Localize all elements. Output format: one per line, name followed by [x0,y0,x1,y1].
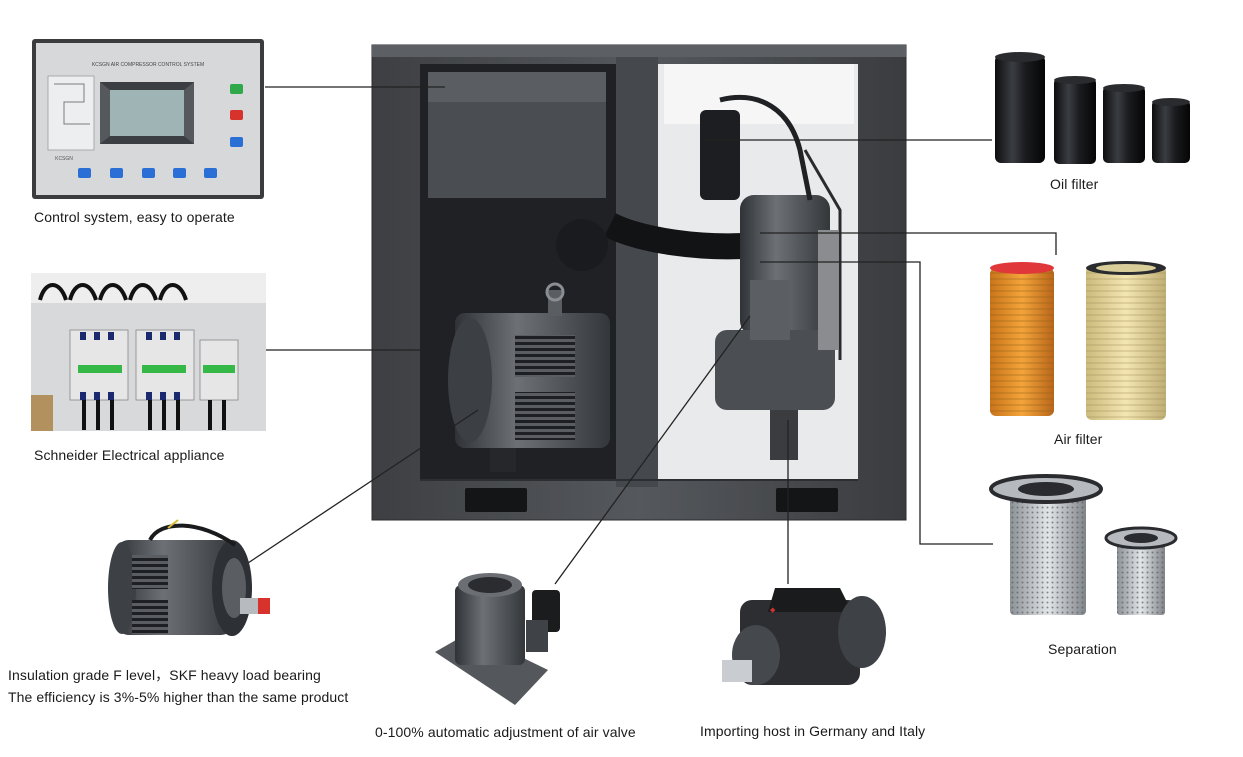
caption-control-system: Control system, easy to operate [34,209,235,225]
panel-title: KCSGN AIR COMPRESSOR CONTROL SYSTEM [92,62,204,68]
control-panel-image: KCSGN AIR COMPRESSOR CONTROL SYSTEM KCSG… [32,39,264,199]
callout-line-air-filter [760,232,1057,255]
caption-motor-line1: Insulation grade F level，SKF heavy load … [8,667,321,683]
callout-line-motor [247,409,479,564]
intake-valve-image [435,573,560,705]
caption-air-filter: Air filter [1054,431,1103,447]
motor-image [108,519,270,636]
oil-filters-image [995,52,1190,164]
panel-logo: KCSGN [55,156,73,162]
callout-line-valve [554,315,751,585]
oil-filter-1 [995,55,1045,163]
screw-host-image: ◆ [722,588,886,685]
svg-text:◆: ◆ [770,607,776,614]
air-filters-image [990,261,1166,420]
caption-oil-filter: Oil filter [1050,176,1099,192]
separators-image [989,474,1178,615]
cabinet-motor [448,282,610,472]
caption-host: Importing host in Germany and Italy [700,723,926,739]
oil-filter-4 [1152,100,1190,163]
oil-filter-2 [1054,78,1096,164]
oil-filter-3 [1103,86,1145,163]
caption-valve: 0-100% automatic adjustment of air valve [375,724,636,740]
cabinet-compressor-host [556,94,842,460]
callout-lines [247,86,1057,585]
callout-line-separation [760,261,993,545]
caption-schneider: Schneider Electrical appliance [34,447,225,463]
caption-separation: Separation [1048,641,1117,657]
caption-motor-line2: The efficiency is 3%-5% higher than the … [8,689,349,705]
schneider-contactors-image [31,273,266,431]
